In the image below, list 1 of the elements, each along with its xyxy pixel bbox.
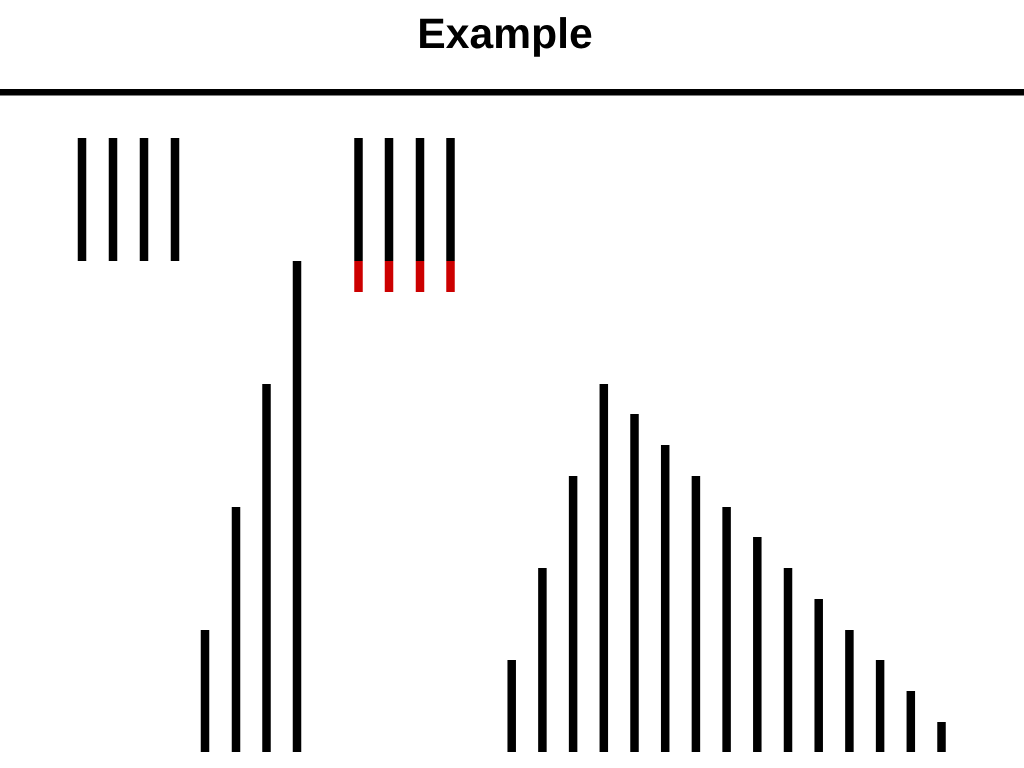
- title: Example: [420, 17, 592, 57]
